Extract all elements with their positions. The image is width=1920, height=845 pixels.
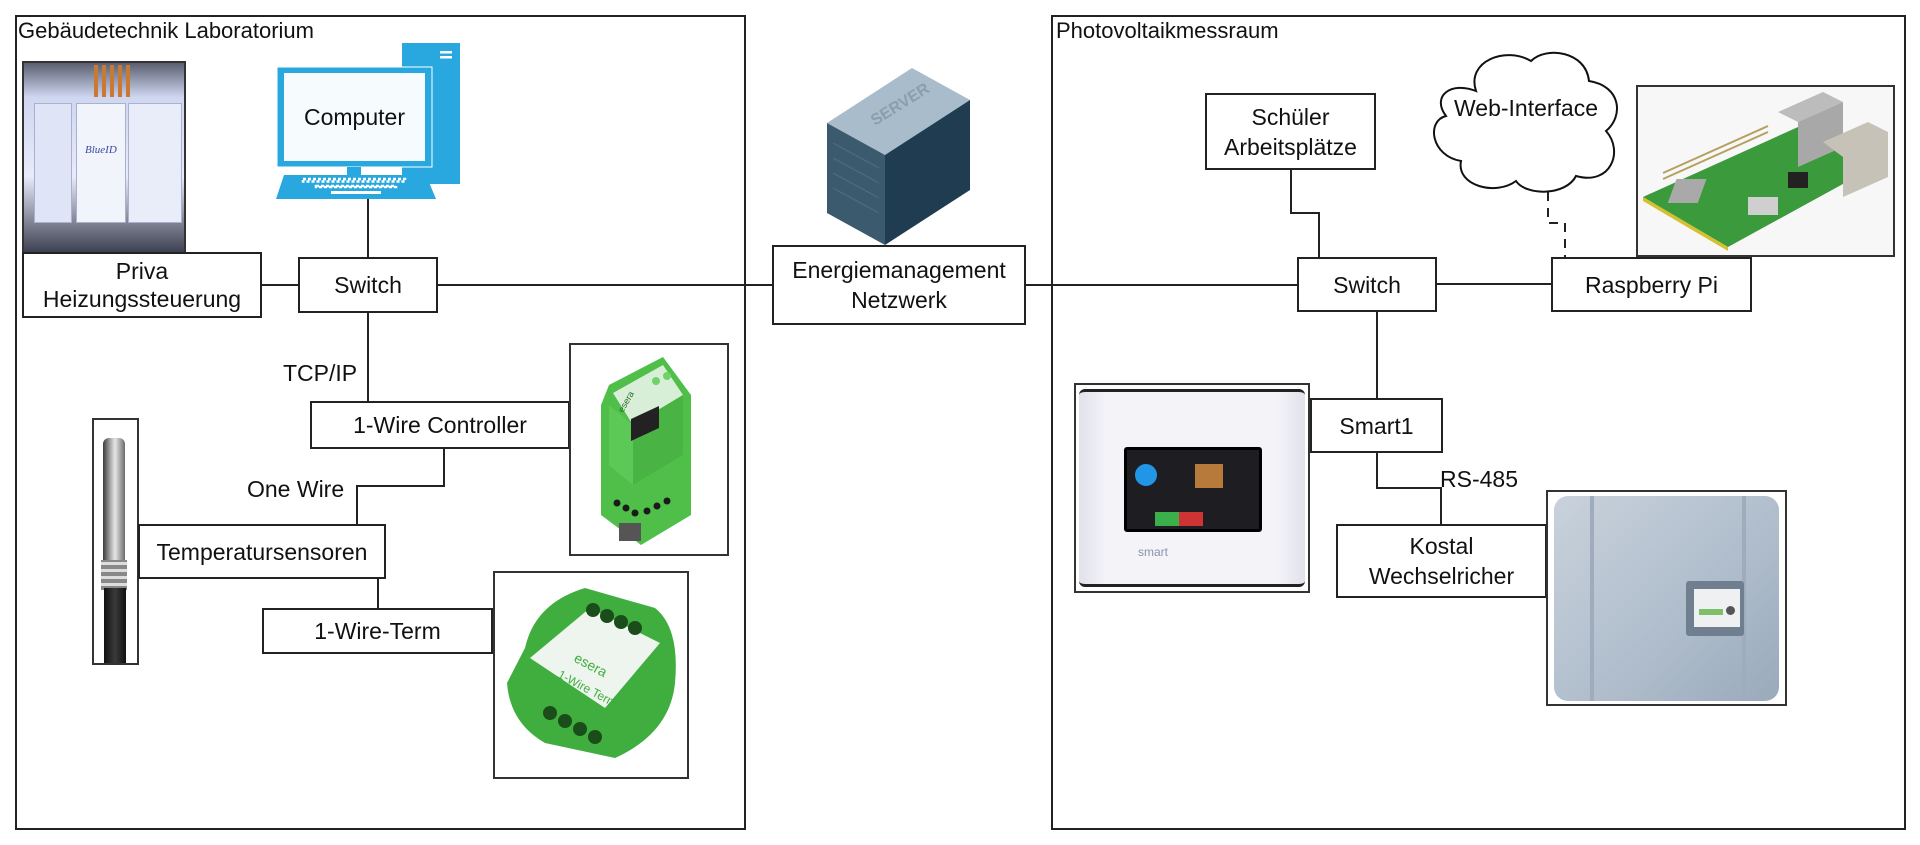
onewire-label: One Wire [247, 476, 345, 502]
din-rail-module-icon: esera [601, 357, 691, 545]
pie-chart-icon [1135, 464, 1157, 486]
node-label: Energiemanagement [792, 257, 1006, 283]
kostal-inverter-image [1546, 490, 1787, 706]
temperature-sensor-image [92, 418, 139, 665]
wires-orange [94, 65, 134, 97]
temperatursensoren-node: Temperatursensoren [138, 524, 386, 579]
priva-heizungssteuerung-node: Priva Heizungssteuerung [22, 252, 262, 318]
onewire-term-node: 1-Wire-Term [262, 608, 493, 654]
wire-controller-sensors [356, 448, 445, 524]
lcd-display [1699, 609, 1723, 615]
web-interface-cloud: Web-Interface [1426, 46, 1626, 194]
node-label: Arbeitsplätze [1224, 133, 1357, 160]
onewire-controller-image: esera [569, 343, 729, 556]
smart1-image: smart [1074, 383, 1310, 593]
wire-smart1-kostal [1376, 452, 1442, 524]
node-label: Kostal [1409, 533, 1474, 559]
sensor-probe [103, 438, 125, 568]
switch-right-node: Switch [1297, 257, 1437, 312]
area-photovoltaik: Photovoltaikmessraum [1051, 15, 1906, 830]
module-panel: BlueID [76, 103, 126, 223]
computer-label: Computer [304, 103, 405, 130]
energiemanagement-netzwerk-node: Energiemanagement Netzwerk [772, 245, 1026, 325]
node-label: Netzwerk [851, 287, 947, 313]
sensor-cable [104, 588, 126, 663]
computer-node: Computer [276, 43, 462, 201]
house-icon [1195, 464, 1223, 488]
area-gebaeudetechnik: Gebäudetechnik Laboratorium [15, 15, 746, 830]
red-tile [1179, 512, 1203, 526]
switch-left-node: Switch [298, 257, 438, 313]
inverter-housing [1554, 496, 1779, 701]
node-label: Schüler [1251, 103, 1330, 130]
housing-groove [1742, 496, 1746, 701]
node-label: Wechselricher [1368, 563, 1515, 589]
display-panel [1694, 589, 1740, 627]
sensor-crimp [101, 560, 127, 590]
wire-schueler-switch [1290, 170, 1320, 257]
kostal-wechselrichter-node: Kostal Wechselricher [1336, 524, 1547, 598]
node-label: Temperatursensoren [156, 538, 368, 565]
node-label: Smart1 [1339, 412, 1414, 439]
schueler-arbeitsplaetze-node: Schüler Arbeitsplätze [1205, 93, 1376, 170]
node-label: 1-Wire-Term [314, 618, 441, 644]
node-label: Heizungssteuerung [42, 286, 242, 312]
node-label: 1-Wire Controller [353, 412, 527, 438]
computer-icon [276, 43, 460, 199]
green-tile [1155, 512, 1179, 526]
smart1-node: Smart1 [1310, 398, 1443, 453]
web-interface-label: Web-Interface [1453, 94, 1599, 121]
onewire-controller-node: 1-Wire Controller [310, 401, 570, 449]
server-node: SERVER [827, 68, 970, 245]
raspberry-pi-image [1636, 85, 1895, 257]
smart1-display [1124, 447, 1262, 532]
node-label: Switch [1333, 271, 1401, 298]
raspberry-pi-board-icon [1643, 92, 1888, 251]
control-button [1726, 606, 1735, 615]
module-panel [34, 103, 72, 223]
priva-controller-image: BlueID [22, 61, 186, 254]
node-label: Switch [334, 272, 402, 298]
wire-raspberry-web-dashed [1547, 192, 1566, 257]
housing-groove [1590, 496, 1594, 701]
server-icon: SERVER [827, 68, 970, 245]
smart1-logo: smart [1138, 545, 1168, 559]
area-title: Photovoltaikmessraum [1056, 18, 1279, 43]
onewire-term-image: esera 1-Wire Term1 [493, 571, 689, 779]
node-label: Raspberry Pi [1585, 271, 1718, 298]
term-module-icon: esera 1-Wire Term1 [507, 588, 676, 758]
node-label: Priva [115, 258, 169, 284]
cloud-icon [1433, 51, 1619, 193]
rs485-label: RS-485 [1440, 466, 1518, 492]
display-recess [1686, 581, 1744, 636]
tcpip-label: TCP/IP [283, 360, 358, 386]
module-panel [128, 103, 182, 223]
blueid-logo: BlueID [85, 144, 117, 156]
raspberry-pi-node: Raspberry Pi [1551, 257, 1752, 312]
area-title: Gebäudetechnik Laboratorium [18, 18, 314, 43]
